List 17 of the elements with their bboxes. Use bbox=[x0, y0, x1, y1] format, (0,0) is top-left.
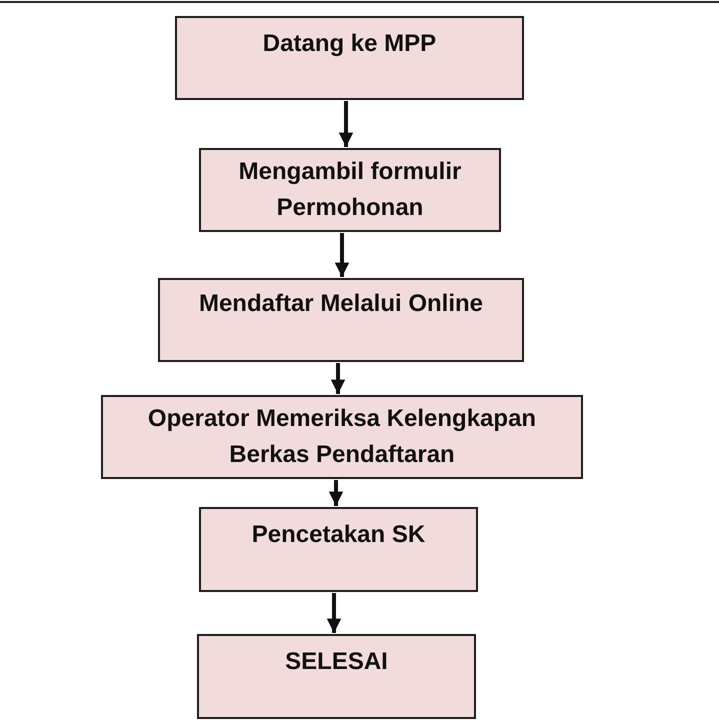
arrow bbox=[326, 593, 342, 633]
step-label: Pencetakan SK bbox=[250, 520, 426, 550]
step-label: Mengambil formulir Permohonan bbox=[238, 157, 462, 223]
arrow bbox=[334, 233, 350, 277]
process-box bbox=[197, 634, 476, 719]
step-label: Operator Memeriksa Kelengkapan Berkas Pendaftaran bbox=[146, 404, 538, 470]
process-box bbox=[175, 16, 524, 100]
arrow bbox=[330, 363, 346, 394]
arrow bbox=[328, 480, 344, 506]
arrow bbox=[338, 101, 354, 147]
process-box bbox=[158, 278, 524, 362]
step-label: Datang ke MPP bbox=[262, 29, 438, 59]
step-label: Mendaftar Melalui Online bbox=[198, 289, 484, 319]
step-label: SELESAI bbox=[284, 647, 389, 677]
process-box bbox=[101, 395, 583, 479]
process-box bbox=[199, 507, 478, 592]
process-box bbox=[199, 148, 501, 232]
